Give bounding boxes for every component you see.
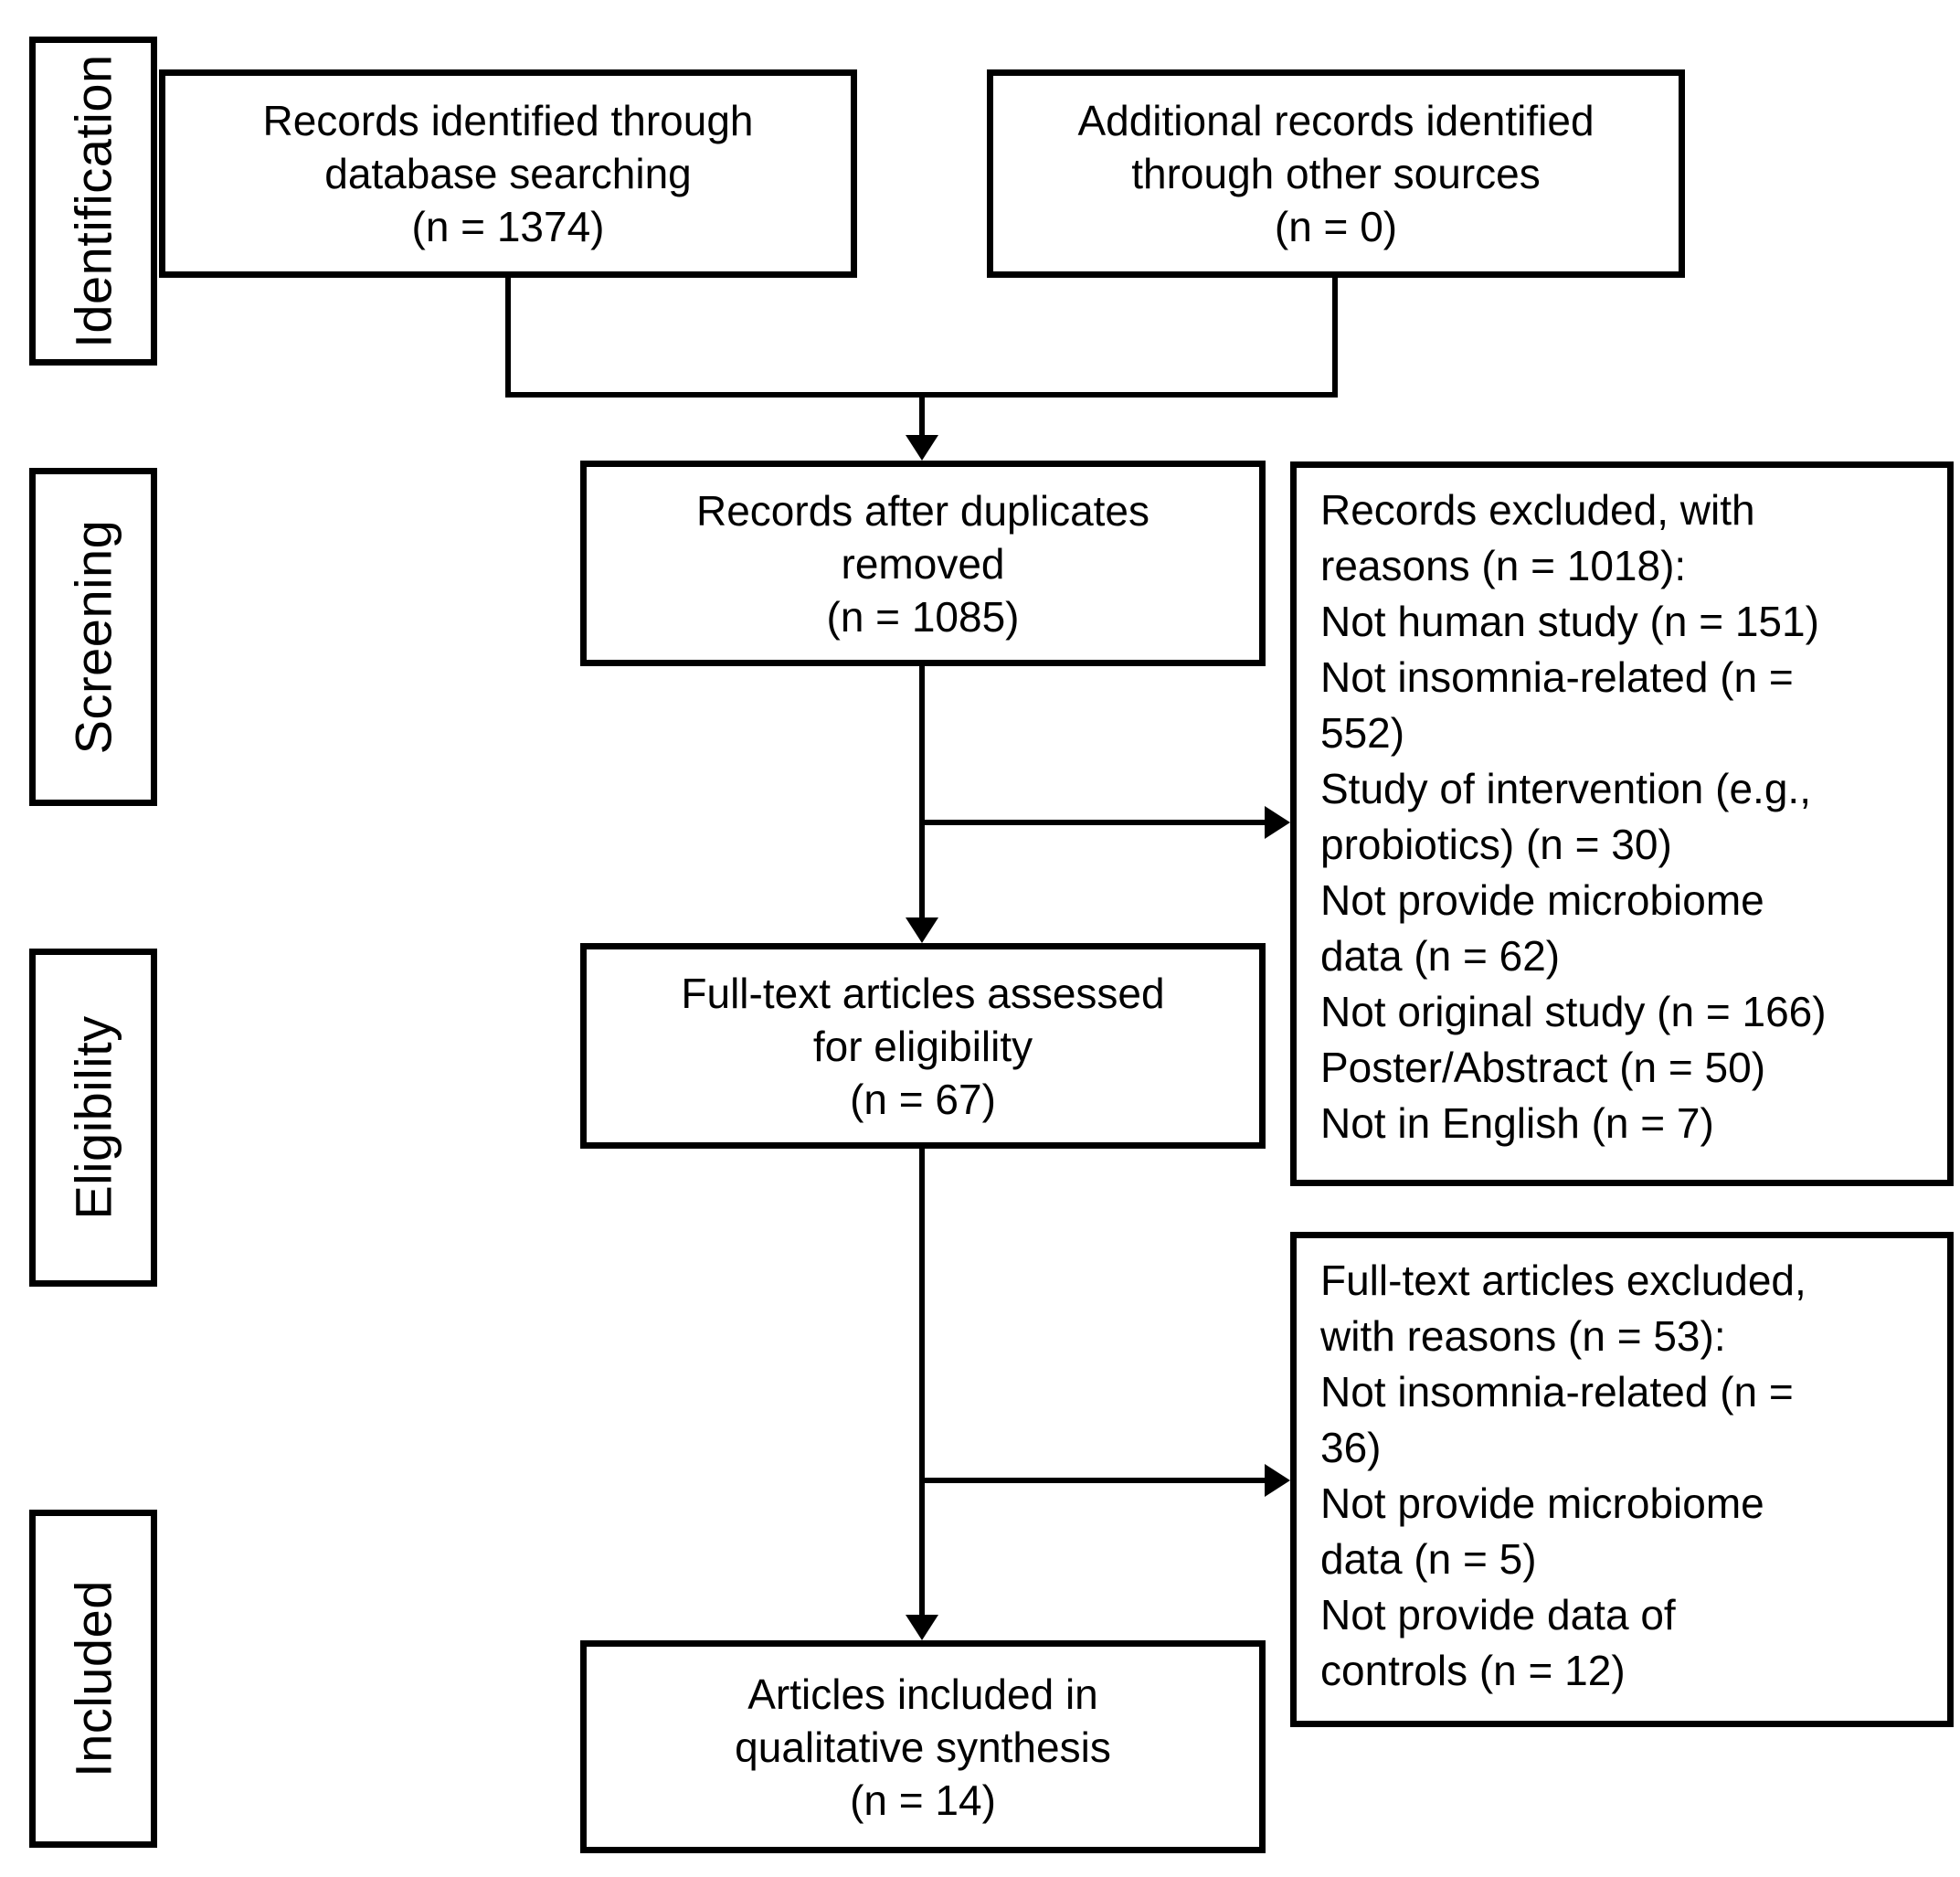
- box-text-line: (n = 0): [1274, 203, 1398, 250]
- box-records-identified: Records identified through database searc…: [159, 69, 857, 278]
- stage-box-included: Included: [29, 1510, 157, 1848]
- box-text-line: controls (n = 12): [1320, 1647, 1626, 1694]
- box-fulltext-excluded: Full-text articles excluded, with reasons…: [1290, 1232, 1954, 1727]
- box-text-line: database searching: [324, 150, 692, 197]
- box-text-line: with reasons (n = 53):: [1320, 1312, 1726, 1360]
- box-text-line: Poster/Abstract (n = 50): [1320, 1044, 1766, 1091]
- stage-label-eligibility: Eligibility: [64, 1015, 122, 1220]
- arrowhead-into-dedup: [906, 435, 938, 461]
- box-additional-records: Additional records identified through oth…: [987, 69, 1685, 278]
- box-text-line: Additional records identified: [1077, 97, 1594, 144]
- arrowhead-into-included: [906, 1615, 938, 1640]
- arrowhead-into-fulltext-excluded: [1265, 1464, 1290, 1497]
- stage-box-eligibility: Eligibility: [29, 949, 157, 1287]
- box-text-line: Records after duplicates: [695, 486, 1150, 535]
- box-text-line: Not original study (n = 166): [1320, 988, 1827, 1035]
- box-text-line: (n = 1374): [411, 203, 605, 250]
- box-text-line: qualitative synthesis: [735, 1723, 1111, 1771]
- box-text-line: Study of intervention (e.g.,: [1320, 765, 1811, 812]
- box-text-line: (n = 14): [850, 1776, 996, 1824]
- box-text-line: Records identified through: [262, 97, 754, 144]
- box-text-line: Not provide microbiome: [1320, 876, 1764, 924]
- stage-label-screening: Screening: [64, 519, 122, 755]
- box-text-line: (n = 1085): [826, 592, 1020, 641]
- connector-to-dedup: [919, 392, 925, 436]
- connector-from-additional: [1332, 277, 1338, 398]
- box-text-line: probiotics) (n = 30): [1320, 821, 1672, 868]
- box-fulltext-assessed: Full-text articles assessed for eligibili…: [580, 943, 1266, 1149]
- box-text-line: 552): [1320, 709, 1405, 757]
- connector-branch-fulltext-excluded: [922, 1478, 1265, 1483]
- box-text-line: Articles included in: [747, 1670, 1098, 1718]
- box-text-line: Not insomnia-related (n =: [1320, 653, 1794, 701]
- box-records-excluded: Records excluded, with reasons (n = 1018)…: [1290, 461, 1954, 1186]
- box-text-line: data (n = 5): [1320, 1535, 1537, 1583]
- arrowhead-into-records-excluded: [1265, 806, 1290, 839]
- box-text-line: removed: [841, 539, 1005, 588]
- box-text-line: Not in English (n = 7): [1320, 1099, 1714, 1147]
- box-text-line: Full-text articles assessed: [681, 969, 1165, 1017]
- connector-branch-records-excluded: [922, 820, 1265, 825]
- stage-label-identification: Identification: [64, 54, 122, 348]
- stage-label-included: Included: [64, 1580, 122, 1777]
- box-text-line: Not provide microbiome: [1320, 1479, 1764, 1527]
- box-text-line: 36): [1320, 1424, 1382, 1471]
- box-text-line: Full-text articles excluded,: [1320, 1257, 1806, 1304]
- box-text-line: for eligibility: [812, 1022, 1033, 1070]
- box-text-line: Not insomnia-related (n =: [1320, 1368, 1794, 1416]
- box-text-line: data (n = 62): [1320, 932, 1561, 980]
- box-included-synthesis: Articles included in qualitative synthesi…: [580, 1640, 1266, 1853]
- arrowhead-into-fulltext: [906, 917, 938, 943]
- box-text-line: Records excluded, with: [1320, 486, 1755, 534]
- stage-box-screening: Screening: [29, 468, 157, 806]
- box-text-line: through other sources: [1131, 150, 1541, 197]
- box-text-line: reasons (n = 1018):: [1320, 542, 1687, 589]
- connector-from-identified: [505, 277, 511, 398]
- box-text-line: (n = 67): [850, 1075, 996, 1123]
- stage-box-identification: Identification: [29, 37, 157, 366]
- connector-dedup-to-fulltext: [919, 666, 925, 918]
- box-text-line: Not provide data of: [1320, 1591, 1676, 1638]
- box-text-line: Not human study (n = 151): [1320, 598, 1819, 645]
- connector-fulltext-to-included: [919, 1149, 925, 1616]
